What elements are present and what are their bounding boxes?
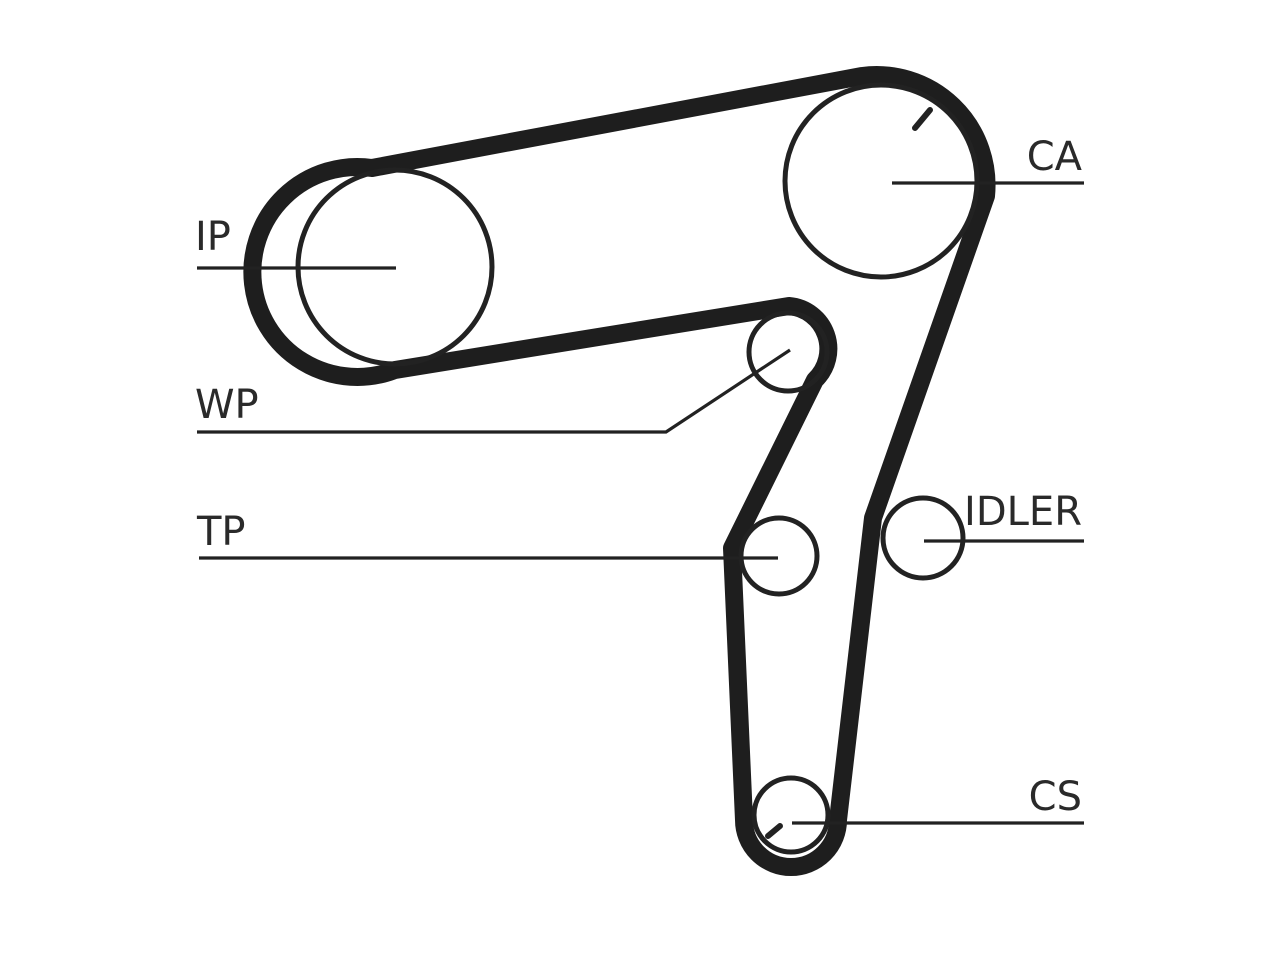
wp-pulley [746, 310, 830, 394]
cs-label: CS [1029, 774, 1082, 820]
timing-belt [243, 66, 996, 876]
cs-timing-mark [765, 823, 783, 839]
wp-leader-line [197, 348, 791, 434]
cs-pulley [751, 775, 831, 855]
ip-label: IP [195, 214, 231, 260]
idler-pulley [880, 495, 966, 581]
ca-timing-mark [912, 107, 933, 131]
ca-label: CA [1027, 134, 1083, 180]
ca-pulley [782, 82, 980, 280]
wp-label: WP [195, 382, 259, 428]
idler-label: IDLER [964, 489, 1082, 535]
tp-label: TP [196, 509, 246, 555]
tp-pulley [738, 515, 820, 597]
